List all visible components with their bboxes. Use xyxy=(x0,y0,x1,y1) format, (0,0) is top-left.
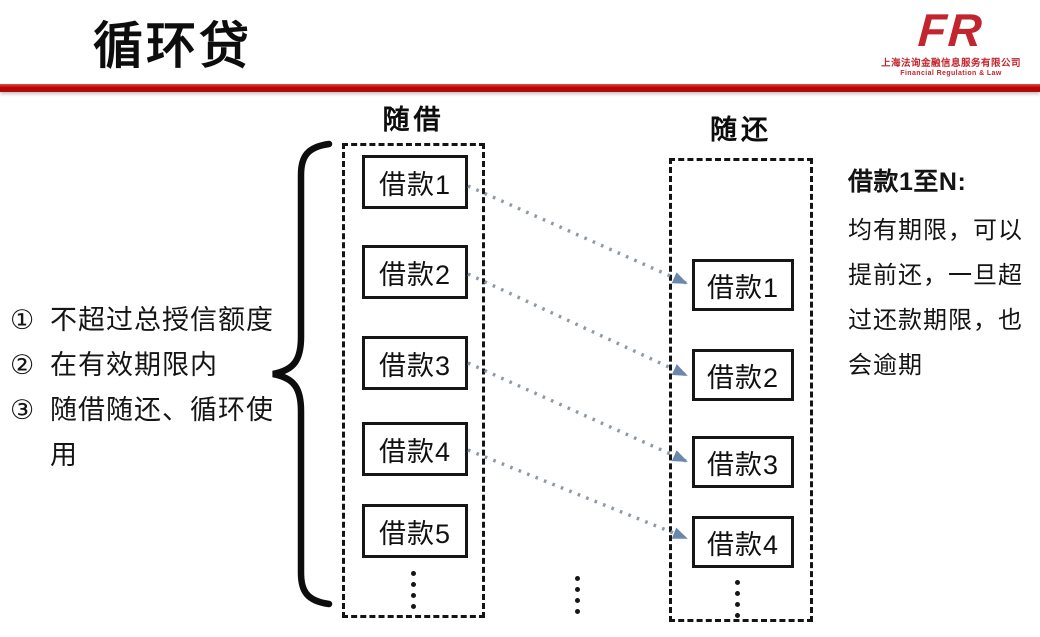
page-title: 循环贷 xyxy=(93,18,252,74)
key-point-item: ① 不超过总授信额度 xyxy=(10,298,295,343)
note-heading: 借款1至N: xyxy=(848,168,967,196)
key-point-item: ③ 随借随还、循环使用 xyxy=(10,388,295,478)
logo-monogram-icon: FR xyxy=(916,4,986,56)
vertical-ellipsis-icon xyxy=(411,571,416,609)
note-body: 均有期限，可以提前还，一旦超过还款期限，也会逾期 xyxy=(848,217,1023,379)
key-point-marker: ① xyxy=(10,305,35,335)
company-logo: FR 上海法询金融信息服务有限公司 Financial Regulation &… xyxy=(876,4,1026,77)
repay-column-label: 随还 xyxy=(710,115,772,145)
arrow-borrow1-repay1 xyxy=(467,184,688,285)
key-point-text: 在有效期限内 xyxy=(50,350,218,380)
borrow-loan-box: 借款2 xyxy=(362,245,468,299)
repay-loan-box: 借款3 xyxy=(692,436,794,488)
key-point-text: 不超过总授信额度 xyxy=(50,305,274,335)
repay-loan-box: 借款2 xyxy=(692,349,794,401)
vertical-ellipsis-icon xyxy=(575,576,580,614)
loan-term-note: 借款1至N: 均有期限，可以提前还，一旦超过还款期限，也会逾期 xyxy=(848,162,1040,388)
arrow-borrow3-repay3 xyxy=(467,361,688,463)
logo-tagline: Financial Regulation & Law xyxy=(900,70,1002,77)
borrow-loan-box: 借款5 xyxy=(362,504,468,558)
key-point-marker: ② xyxy=(10,350,35,380)
repay-loan-box: 借款4 xyxy=(692,516,794,568)
borrow-loan-box: 借款4 xyxy=(362,422,468,476)
borrow-column-label: 随借 xyxy=(382,105,445,135)
curly-brace xyxy=(272,140,333,608)
repay-loan-box: 借款1 xyxy=(692,259,794,311)
borrow-loan-box: 借款1 xyxy=(362,155,468,209)
arrow-borrow2-repay2 xyxy=(467,272,688,377)
borrow-loan-box: 借款3 xyxy=(362,336,468,390)
key-points-list: ① 不超过总授信额度 ② 在有效期限内 ③ 随借随还、循环使用 xyxy=(10,298,295,478)
key-point-marker: ③ xyxy=(10,395,35,425)
key-point-item: ② 在有效期限内 xyxy=(10,343,295,388)
vertical-ellipsis-icon xyxy=(735,580,740,618)
key-point-text: 随借随还、循环使用 xyxy=(50,395,274,470)
red-divider-rule xyxy=(0,84,1040,92)
logo-company-name: 上海法询金融信息服务有限公司 xyxy=(880,58,1021,69)
arrow-borrow4-repay4 xyxy=(467,448,688,540)
